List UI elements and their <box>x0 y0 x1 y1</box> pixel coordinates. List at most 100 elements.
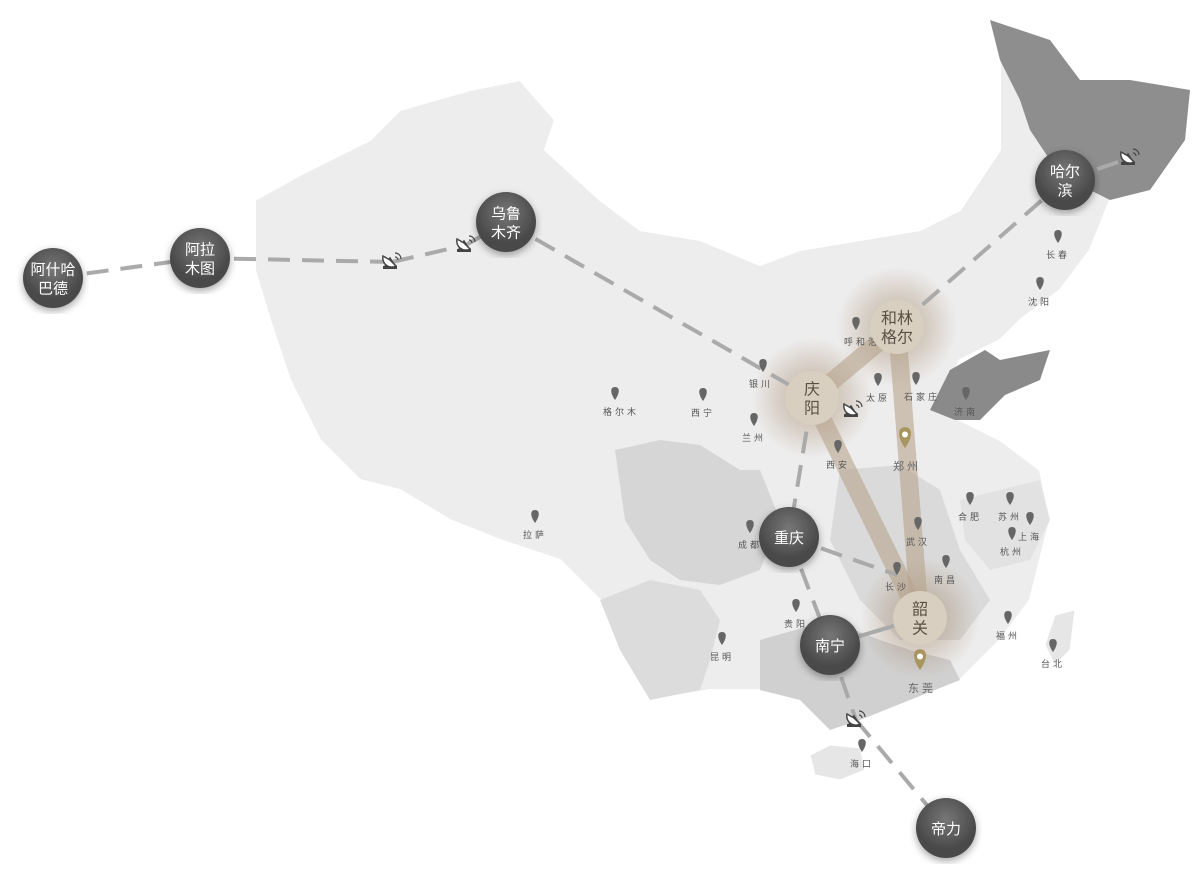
city-marker[interactable]: 杭州 <box>1000 527 1024 558</box>
hub-label: 木图 <box>185 260 215 278</box>
hub-label: 乌鲁 <box>491 205 521 223</box>
city-marker[interactable]: 西安 <box>826 440 850 471</box>
city-label: 太原 <box>866 392 890 404</box>
hub-label: 庆 <box>804 380 820 399</box>
city-label: 兰州 <box>742 432 766 444</box>
hub-label: 滨 <box>1057 182 1072 200</box>
city-label: 西宁 <box>691 407 715 419</box>
hub-circle <box>785 371 839 425</box>
city-label: 台北 <box>1041 658 1065 670</box>
city-marker[interactable]: 福州 <box>996 611 1020 642</box>
city-label: 杭州 <box>1000 546 1024 558</box>
map-pin-icon <box>912 372 920 385</box>
city-label: 格尔木 <box>603 406 639 418</box>
hub-label: 韶 <box>912 600 928 619</box>
city-marker[interactable]: 济南 <box>954 387 978 418</box>
map-pin-icon <box>966 492 974 505</box>
hub-label: 南宁 <box>815 637 845 655</box>
map-pin-icon <box>962 387 970 400</box>
city-label: 西安 <box>826 459 850 471</box>
map-pin-icon <box>893 562 901 575</box>
city-label: 合肥 <box>958 511 982 523</box>
map-pin-icon <box>792 599 800 612</box>
city-label: 郑州 <box>893 459 921 473</box>
city-marker[interactable]: 银川 <box>749 359 773 390</box>
hub-node[interactable]: 南宁 <box>800 615 860 675</box>
city-label: 石家庄 <box>904 391 940 403</box>
hub-label: 重庆 <box>774 529 804 547</box>
hub-label: 和林 <box>881 309 913 328</box>
satellite-dish-icon <box>843 400 863 417</box>
city-marker[interactable]: 沈阳 <box>1028 277 1052 308</box>
hub-label: 巴德 <box>38 280 68 298</box>
city-marker[interactable]: 长春 <box>1046 230 1070 261</box>
map-pin-icon <box>1036 277 1044 290</box>
city-marker[interactable]: 上海 <box>1018 512 1042 543</box>
map-pin-icon <box>914 649 926 670</box>
city-marker[interactable]: 石家庄 <box>904 372 940 403</box>
city-marker[interactable]: 长沙 <box>885 562 909 593</box>
hub-label: 帝力 <box>931 820 961 838</box>
map-pin-icon <box>858 739 866 752</box>
pin-dot <box>902 431 908 438</box>
city-marker[interactable]: 格尔木 <box>603 387 639 418</box>
city-marker[interactable]: 兰州 <box>742 413 766 444</box>
hub-node[interactable]: 重庆 <box>759 507 819 567</box>
hub-node[interactable]: 哈尔滨 <box>1035 150 1095 210</box>
city-marker[interactable]: 台北 <box>1041 639 1065 670</box>
city-marker[interactable]: 南昌 <box>934 555 958 586</box>
hub-node[interactable]: 韶关 <box>893 591 947 645</box>
map-pin-icon <box>874 373 882 386</box>
hub-label: 格尔 <box>881 328 913 347</box>
city-marker[interactable]: 太原 <box>866 373 890 404</box>
hub-node[interactable]: 庆阳 <box>785 371 839 425</box>
city-marker[interactable]: 拉萨 <box>523 510 547 541</box>
map-pin-icon <box>834 440 842 453</box>
city-marker[interactable]: 西宁 <box>691 388 715 419</box>
dashed-route <box>505 220 813 400</box>
map-pin-icon <box>1026 512 1034 525</box>
map-pin-icon <box>699 388 707 401</box>
city-label: 长春 <box>1046 249 1070 261</box>
highlight-route <box>888 318 929 627</box>
city-marker[interactable]: 成都 <box>738 520 762 551</box>
hub-label: 关 <box>912 619 928 638</box>
map-pin-icon <box>611 387 619 400</box>
map-pin-icon <box>1006 492 1014 505</box>
satellite-dish-icon <box>846 710 866 727</box>
satellite-dish-icon <box>456 235 476 252</box>
satellite-dish-icon <box>382 252 402 269</box>
city-marker[interactable]: 郑州 <box>893 427 921 473</box>
map-pin-icon <box>718 632 726 645</box>
city-marker[interactable]: 武汉 <box>906 517 930 548</box>
map-pin-icon <box>899 427 911 448</box>
hub-circle <box>23 248 83 308</box>
map-pin-icon <box>750 413 758 426</box>
hub-circle <box>170 228 230 288</box>
city-label: 长沙 <box>885 581 909 593</box>
city-label: 贵阳 <box>784 618 808 630</box>
highlight-route <box>803 389 929 627</box>
city-marker[interactable]: 海口 <box>850 739 874 770</box>
city-marker[interactable]: 合肥 <box>958 492 982 523</box>
dashed-route <box>391 243 467 264</box>
city-marker[interactable]: 东莞 <box>908 649 936 695</box>
city-label: 银川 <box>749 378 773 390</box>
map-pin-icon <box>759 359 767 372</box>
city-label: 海口 <box>850 758 874 770</box>
city-label: 成都 <box>738 539 762 551</box>
city-marker[interactable]: 贵阳 <box>784 599 808 630</box>
map-pin-icon <box>1008 527 1016 540</box>
city-marker[interactable]: 苏州 <box>998 492 1022 523</box>
hub-label: 阿什哈 <box>30 261 75 279</box>
city-label: 福州 <box>996 630 1020 642</box>
hub-circle <box>1035 150 1095 210</box>
hub-node[interactable]: 帝力 <box>916 798 976 858</box>
map-pin-icon <box>942 555 950 568</box>
city-marker[interactable]: 昆明 <box>710 632 734 663</box>
